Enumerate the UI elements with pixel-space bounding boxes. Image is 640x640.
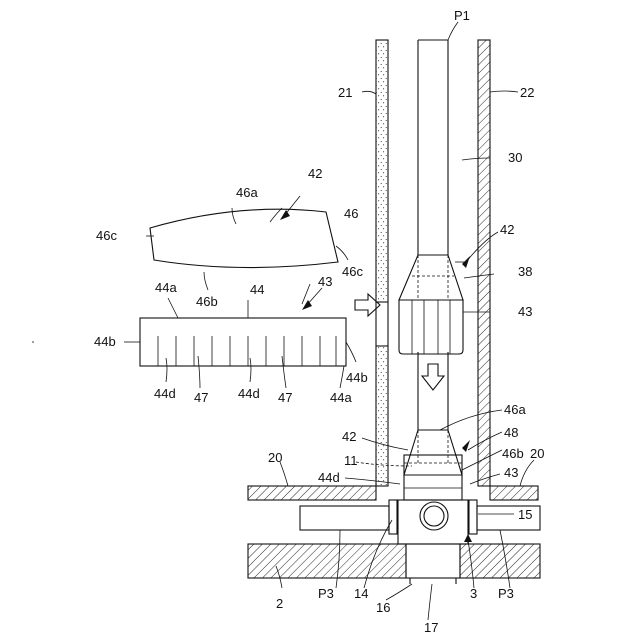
floor-plates bbox=[248, 486, 538, 500]
label-46c-right: 46c bbox=[342, 264, 363, 279]
label-46a-top: 46a bbox=[236, 185, 258, 200]
label-2: 2 bbox=[276, 596, 283, 611]
label-42-bottom: 42 bbox=[342, 429, 356, 444]
label-p1: P1 bbox=[454, 8, 470, 23]
label-43-right: 43 bbox=[518, 304, 532, 319]
label-44d-mid: 44d bbox=[238, 386, 260, 401]
label-46b-top: 46b bbox=[196, 294, 218, 309]
right-wall bbox=[478, 40, 490, 486]
label-44d-left: 44d bbox=[154, 386, 176, 401]
label-43-left: 43 bbox=[318, 274, 332, 289]
label-44a-bottom: 44a bbox=[330, 390, 352, 405]
label-22: 22 bbox=[520, 85, 534, 100]
label-11: 11 bbox=[344, 453, 358, 468]
valve-housing bbox=[389, 500, 477, 544]
label-38: 38 bbox=[518, 264, 532, 279]
part-44 bbox=[140, 318, 346, 366]
base-plate bbox=[248, 544, 540, 578]
joint-38 bbox=[399, 255, 463, 354]
labels: P1 21 22 30 42 46a 46 46c 42 46c 38 43 4… bbox=[94, 8, 544, 635]
label-44b-left: 44b bbox=[94, 334, 116, 349]
label-47-mid: 47 bbox=[278, 390, 292, 405]
pipe bbox=[418, 40, 448, 430]
down-arrow-icon bbox=[422, 364, 444, 390]
label-20-right: 20 bbox=[530, 446, 544, 461]
label-15: 15 bbox=[518, 507, 532, 522]
label-20-left: 20 bbox=[268, 450, 282, 465]
label-46a-bottom: 46a bbox=[504, 402, 526, 417]
label-48: 48 bbox=[504, 425, 518, 440]
label-14: 14 bbox=[354, 586, 368, 601]
outlet-pipe bbox=[406, 544, 460, 584]
label-42-top: 42 bbox=[308, 166, 322, 181]
label-44b-right: 44b bbox=[346, 370, 368, 385]
label-44d-bottom: 44d bbox=[318, 470, 340, 485]
leader-lines bbox=[32, 22, 534, 620]
label-43-bottom: 43 bbox=[504, 465, 518, 480]
label-16: 16 bbox=[376, 600, 390, 615]
left-wall bbox=[376, 40, 388, 486]
label-46: 46 bbox=[344, 206, 358, 221]
label-p3-right: P3 bbox=[498, 586, 514, 601]
part-46 bbox=[150, 209, 338, 267]
label-p3-left: P3 bbox=[318, 586, 334, 601]
label-17: 17 bbox=[424, 620, 438, 635]
label-44a-top: 44a bbox=[155, 280, 177, 295]
label-3: 3 bbox=[470, 586, 477, 601]
label-30: 30 bbox=[508, 150, 522, 165]
label-46c-left: 46c bbox=[96, 228, 117, 243]
label-44: 44 bbox=[250, 282, 264, 297]
label-47-left: 47 bbox=[194, 390, 208, 405]
label-46b-bottom: 46b bbox=[502, 446, 524, 461]
label-42-right: 42 bbox=[500, 222, 514, 237]
joint-48 bbox=[404, 430, 462, 500]
label-21: 21 bbox=[338, 85, 352, 100]
